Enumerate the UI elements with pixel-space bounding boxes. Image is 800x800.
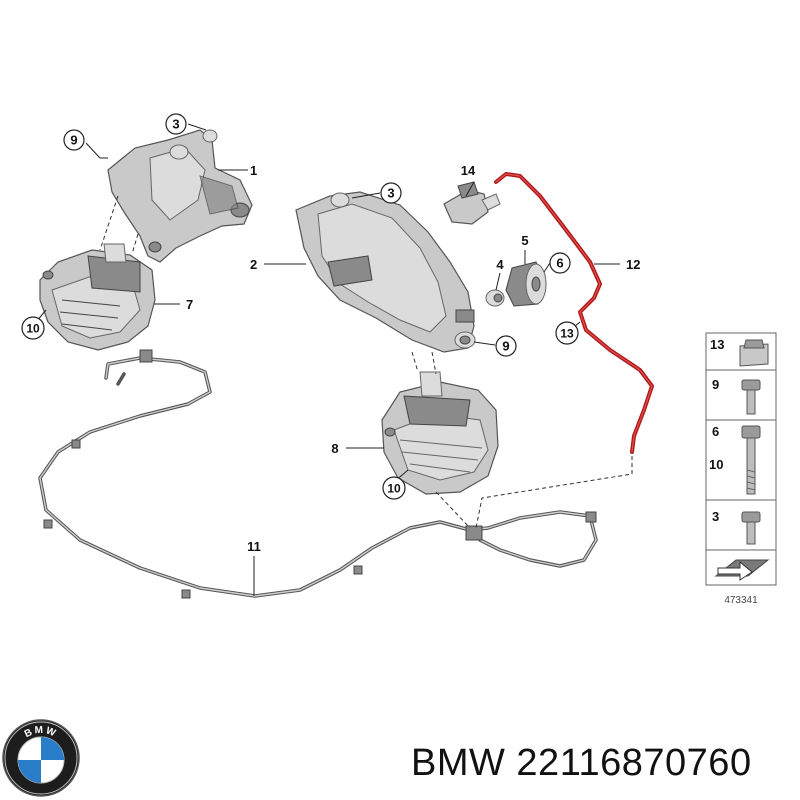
vacuum-valve[interactable] bbox=[443, 181, 501, 225]
clip-nut-icon bbox=[739, 339, 769, 367]
legend-row-9-label: 9 bbox=[712, 377, 719, 392]
callout-14: 14 bbox=[461, 163, 476, 178]
leader-lines bbox=[35, 123, 620, 596]
callout-13: 13 bbox=[555, 321, 579, 345]
assembly-dash-lines bbox=[99, 195, 633, 529]
svg-text:7: 7 bbox=[186, 297, 193, 312]
svg-text:3: 3 bbox=[172, 117, 179, 132]
callout-2: 2 bbox=[250, 257, 257, 272]
svg-text:2: 2 bbox=[250, 257, 257, 272]
long-bolt-icon bbox=[741, 425, 761, 495]
callout-5: 5 bbox=[521, 233, 528, 248]
arrow-plate-icon bbox=[710, 556, 772, 581]
svg-text:10: 10 bbox=[387, 482, 401, 496]
short-bolt-icon bbox=[741, 379, 761, 415]
stud-bolt-icon bbox=[741, 511, 761, 545]
callout-3-top: 3 bbox=[165, 113, 187, 135]
callout-6: 6 bbox=[549, 252, 571, 274]
svg-text:14: 14 bbox=[461, 163, 476, 178]
part-number-label: BMW 22116870760 bbox=[411, 742, 752, 784]
engine-mount-left[interactable] bbox=[39, 243, 156, 351]
svg-text:11: 11 bbox=[247, 539, 261, 554]
svg-text:4: 4 bbox=[496, 257, 504, 272]
legend-row-13-label: 13 bbox=[710, 337, 724, 352]
diagram-number: 473341 bbox=[724, 595, 758, 606]
svg-text:12: 12 bbox=[626, 257, 640, 272]
legend-row-3-label: 3 bbox=[712, 509, 719, 524]
callout-12: 12 bbox=[626, 257, 640, 272]
svg-text:6: 6 bbox=[556, 256, 563, 271]
parts-legend: 13 9 6 10 3 bbox=[705, 332, 777, 586]
svg-text:10: 10 bbox=[26, 322, 40, 336]
callout-8: 8 bbox=[331, 441, 338, 456]
callout-9-top: 9 bbox=[63, 129, 85, 151]
engine-support-bracket-left[interactable] bbox=[107, 129, 253, 263]
svg-text:BMW: BMW bbox=[23, 725, 59, 740]
svg-text:3: 3 bbox=[387, 186, 394, 201]
engine-mount-right[interactable] bbox=[381, 371, 499, 495]
bmw-logo-icon: BMW bbox=[2, 719, 80, 797]
vacuum-hose-assembly[interactable] bbox=[38, 349, 598, 599]
callout-9-center: 9 bbox=[495, 335, 517, 357]
bushing-washer[interactable] bbox=[485, 289, 505, 307]
callout-11: 11 bbox=[247, 539, 261, 554]
callout-10-center: 10 bbox=[382, 476, 406, 500]
svg-text:9: 9 bbox=[502, 339, 509, 354]
callout-3-center: 3 bbox=[380, 182, 402, 204]
vacuum-line-red[interactable] bbox=[494, 172, 654, 454]
svg-text:13: 13 bbox=[560, 327, 574, 341]
callout-10-left: 10 bbox=[21, 316, 45, 340]
svg-text:1: 1 bbox=[250, 163, 257, 178]
rubber-bushing[interactable] bbox=[505, 261, 547, 307]
callout-1: 1 bbox=[250, 163, 257, 178]
legend-row-6-label: 6 bbox=[712, 424, 719, 439]
callout-4: 4 bbox=[496, 257, 504, 272]
svg-text:8: 8 bbox=[331, 441, 338, 456]
engine-support-arm-center[interactable] bbox=[295, 191, 476, 353]
svg-text:5: 5 bbox=[521, 233, 528, 248]
legend-row-10-label: 10 bbox=[709, 457, 723, 472]
svg-text:9: 9 bbox=[70, 133, 77, 148]
callout-7: 7 bbox=[186, 297, 193, 312]
